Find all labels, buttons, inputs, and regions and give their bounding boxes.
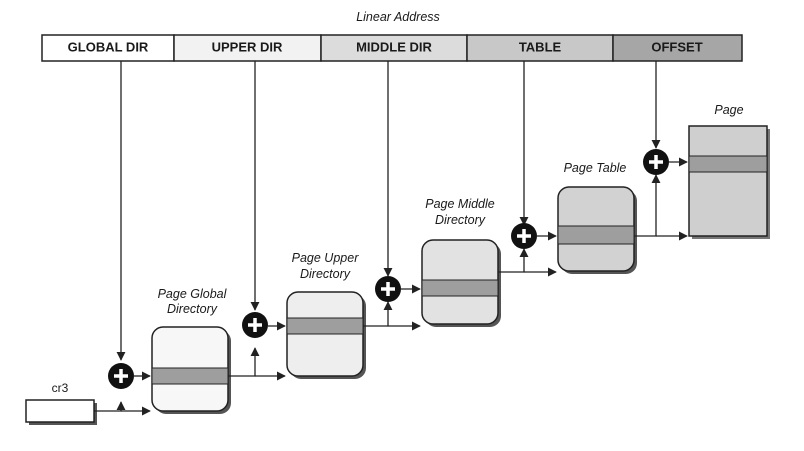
pmd-entry (421, 279, 499, 297)
page-box (688, 125, 768, 237)
cr3-to-pgd-line (94, 401, 126, 412)
pmd-caption-line1: Page Middle (425, 197, 495, 211)
page-caption: Page (714, 103, 743, 117)
field-global-dir (41, 34, 175, 62)
pud-caption-line2: Directory (300, 267, 351, 281)
field-offset (612, 34, 743, 62)
field-table-label: TABLE (519, 39, 562, 54)
cr3-box (25, 399, 95, 423)
cr3-label: cr3 (52, 381, 69, 395)
adder-2 (242, 312, 268, 338)
page-table: Page Table (557, 161, 637, 274)
pmd-out-line (498, 248, 529, 273)
page: Page (688, 103, 770, 239)
adder-5 (643, 149, 669, 175)
pud-entry (286, 317, 364, 335)
pt-out-line (634, 174, 661, 237)
pt-caption: Page Table (564, 161, 627, 175)
page-entry (688, 155, 768, 173)
field-upper-dir-label: UPPER DIR (212, 39, 283, 54)
field-middle-dir (320, 34, 468, 62)
page-upper-directory: Page Upper Directory (286, 251, 366, 379)
field-offset-label: OFFSET (651, 39, 702, 54)
page-middle-directory: Page Middle Directory (421, 197, 501, 327)
linear-address-title: Linear Address (356, 10, 440, 24)
field-global-dir-label: GLOBAL DIR (68, 39, 149, 54)
page-global-directory: Page Global Directory (151, 287, 231, 414)
adder-1 (108, 363, 134, 389)
cr3-register: cr3 (25, 381, 97, 425)
pt-entry (557, 225, 635, 245)
field-middle-dir-label: MIDDLE DIR (356, 39, 432, 54)
adder-3 (375, 276, 401, 302)
linear-address-bar: GLOBAL DIR UPPER DIR MIDDLE DIR TABLE OF… (41, 34, 743, 62)
pud-out-line (363, 301, 393, 327)
pmd-caption-line2: Directory (435, 213, 486, 227)
connectors (94, 61, 688, 416)
field-upper-dir (173, 34, 322, 62)
pgd-caption-line2: Directory (167, 302, 218, 316)
pgd-entry (151, 367, 229, 385)
adder-4 (511, 223, 537, 249)
pud-caption-line1: Page Upper (292, 251, 360, 265)
pgd-caption-line1: Page Global (158, 287, 228, 301)
pgd-out-line (228, 347, 260, 377)
